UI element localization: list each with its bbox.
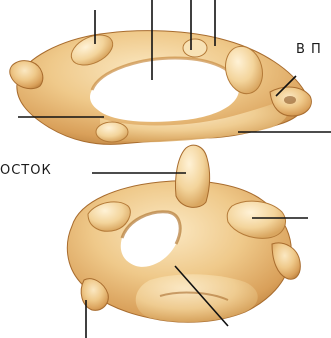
atlas-vertebra <box>10 29 312 144</box>
atlas-left-inferior-nub <box>96 122 128 142</box>
label-process: ОСТОК <box>0 164 52 177</box>
atlas-posterior-tubercle <box>183 39 207 57</box>
label-top-right: В П <box>296 43 322 56</box>
axis-anterior-surface <box>136 274 258 322</box>
axis-vertebra <box>67 145 300 322</box>
atlas-transverse-foramen <box>284 96 296 104</box>
axis-dens <box>175 145 209 207</box>
